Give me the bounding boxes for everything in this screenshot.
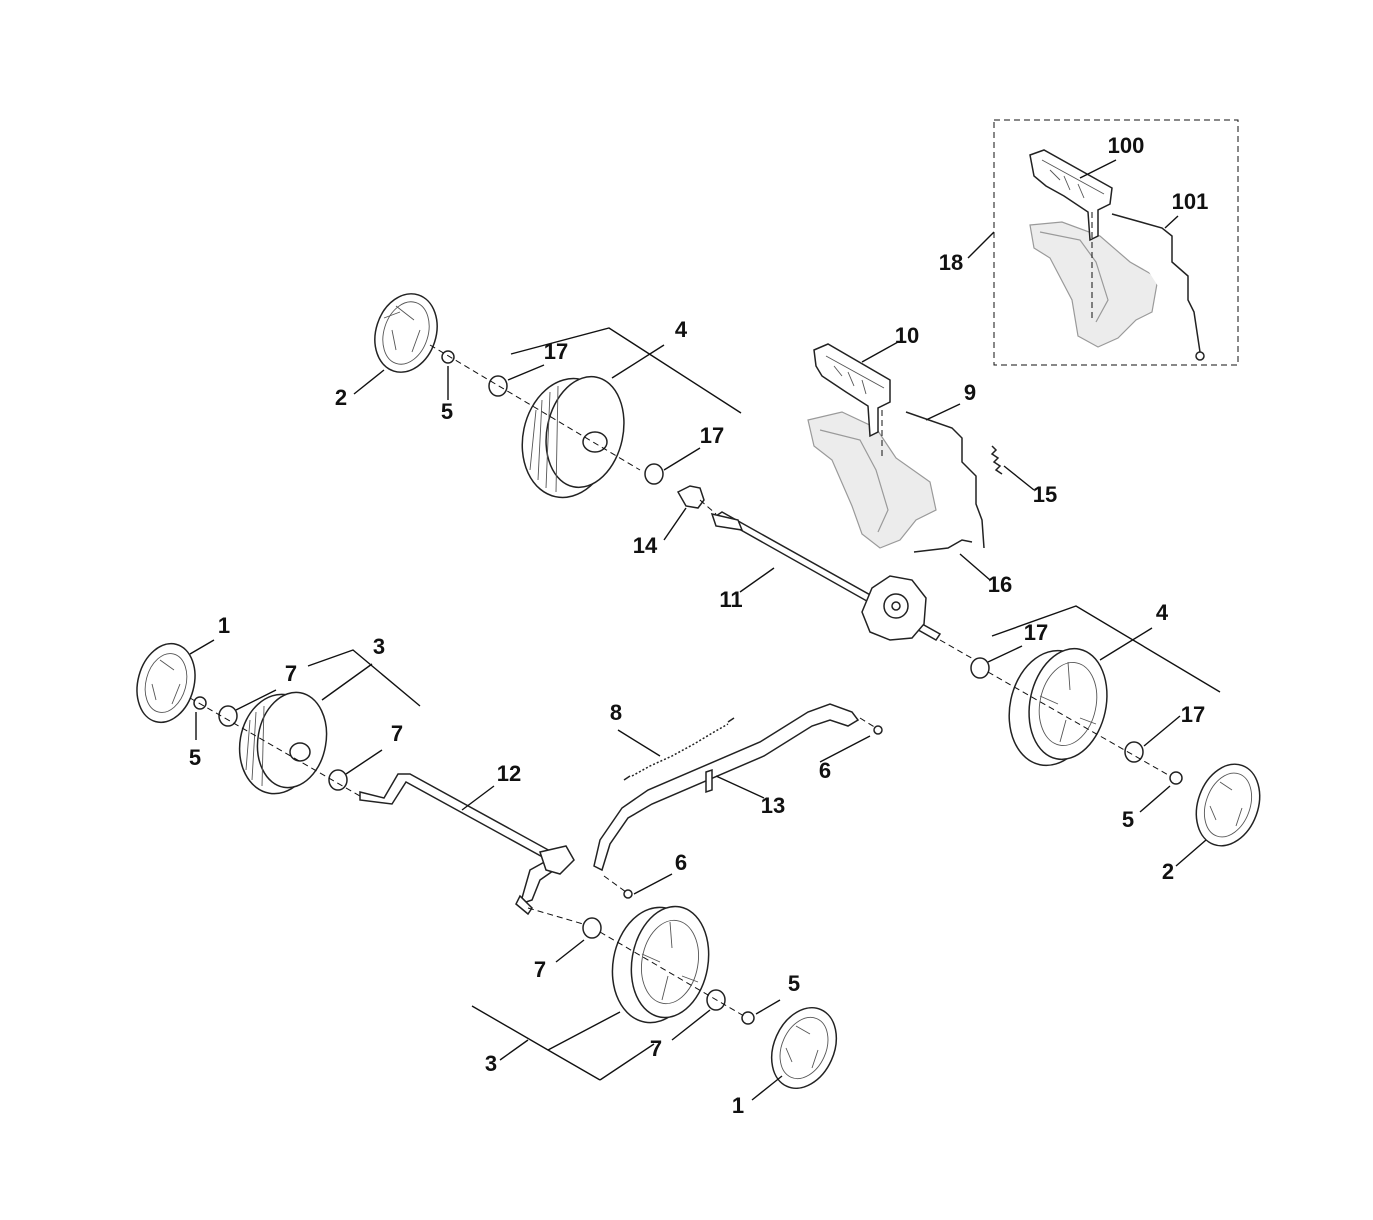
- callout-c9: 9: [964, 380, 976, 405]
- callout-c13: 13: [761, 793, 785, 818]
- callout-c6a: 6: [819, 758, 831, 783]
- callout-c17b: 17: [700, 423, 724, 448]
- callout-c15: 15: [1033, 482, 1057, 507]
- callout-c12: 12: [497, 761, 521, 786]
- callout-c3a: 3: [373, 634, 385, 659]
- callout-c1a: 1: [218, 613, 230, 638]
- callout-c6b: 6: [675, 850, 687, 875]
- callout-c18: 18: [939, 250, 963, 275]
- lower-front-wheel-group: [471, 905, 838, 1101]
- spring-and-lever: [593, 703, 883, 899]
- callout-c101: 101: [1172, 189, 1209, 214]
- callout-c5d: 5: [788, 971, 800, 996]
- callout-c8: 8: [610, 700, 622, 725]
- callout-c5a: 5: [441, 399, 453, 424]
- callout-c3b: 3: [485, 1051, 497, 1076]
- right-rear-wheel-group: [970, 605, 1261, 867]
- upper-rear-wheel-group: [353, 293, 742, 499]
- callout-c5c: 5: [1122, 807, 1134, 832]
- callout-c100: 100: [1108, 133, 1145, 158]
- callout-c14: 14: [633, 533, 658, 558]
- callout-c2b: 2: [1162, 859, 1174, 884]
- callout-c4b: 4: [1156, 600, 1169, 625]
- callout-c5b: 5: [189, 745, 201, 770]
- front-axle-12: [359, 773, 591, 927]
- callout-c4a: 4: [675, 317, 688, 342]
- callout-c2a: 2: [335, 385, 347, 410]
- callout-labels: 1001011810915164171725141141717137758121…: [189, 133, 1208, 1118]
- kit-box-18: [967, 119, 1239, 366]
- callout-c17a: 17: [544, 339, 568, 364]
- callout-c1b: 1: [732, 1093, 744, 1118]
- callout-c11: 11: [719, 587, 742, 612]
- callout-c16: 16: [988, 572, 1012, 597]
- left-front-wheel-group: [136, 639, 421, 797]
- callout-c7c: 7: [534, 957, 546, 982]
- callout-c17d: 17: [1181, 702, 1205, 727]
- callout-c7d: 7: [650, 1036, 662, 1061]
- callout-c7a: 7: [285, 661, 297, 686]
- height-adjuster-assembly: [807, 341, 1035, 581]
- rear-axle-assembly: [663, 485, 976, 661]
- callout-c7b: 7: [391, 721, 403, 746]
- callout-c17c: 17: [1024, 620, 1048, 645]
- callout-c10: 10: [895, 323, 919, 348]
